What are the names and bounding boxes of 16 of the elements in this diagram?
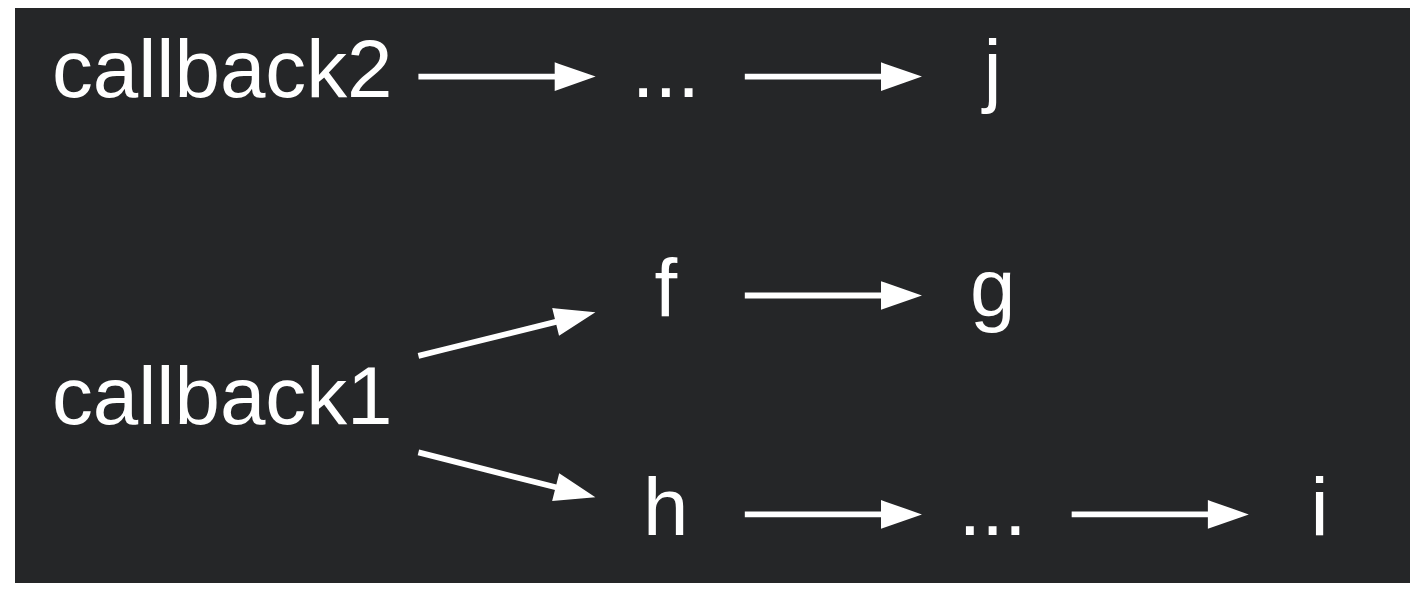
node-text: j xyxy=(983,22,1002,114)
node-text: callback1 xyxy=(51,349,393,441)
arrow xyxy=(744,281,922,310)
node-text: g xyxy=(969,241,1015,333)
arrow xyxy=(744,500,922,529)
node-text: f xyxy=(653,241,677,333)
node-text: callback2 xyxy=(51,22,393,114)
arrow xyxy=(417,62,596,91)
node-text: i xyxy=(1309,460,1329,552)
arrow xyxy=(417,449,595,502)
arrow xyxy=(1071,500,1249,529)
arrow xyxy=(744,62,922,91)
node-text: ... xyxy=(631,22,700,114)
node-text: ... xyxy=(958,460,1027,552)
node-text: h xyxy=(642,460,689,552)
arrow xyxy=(417,308,595,359)
